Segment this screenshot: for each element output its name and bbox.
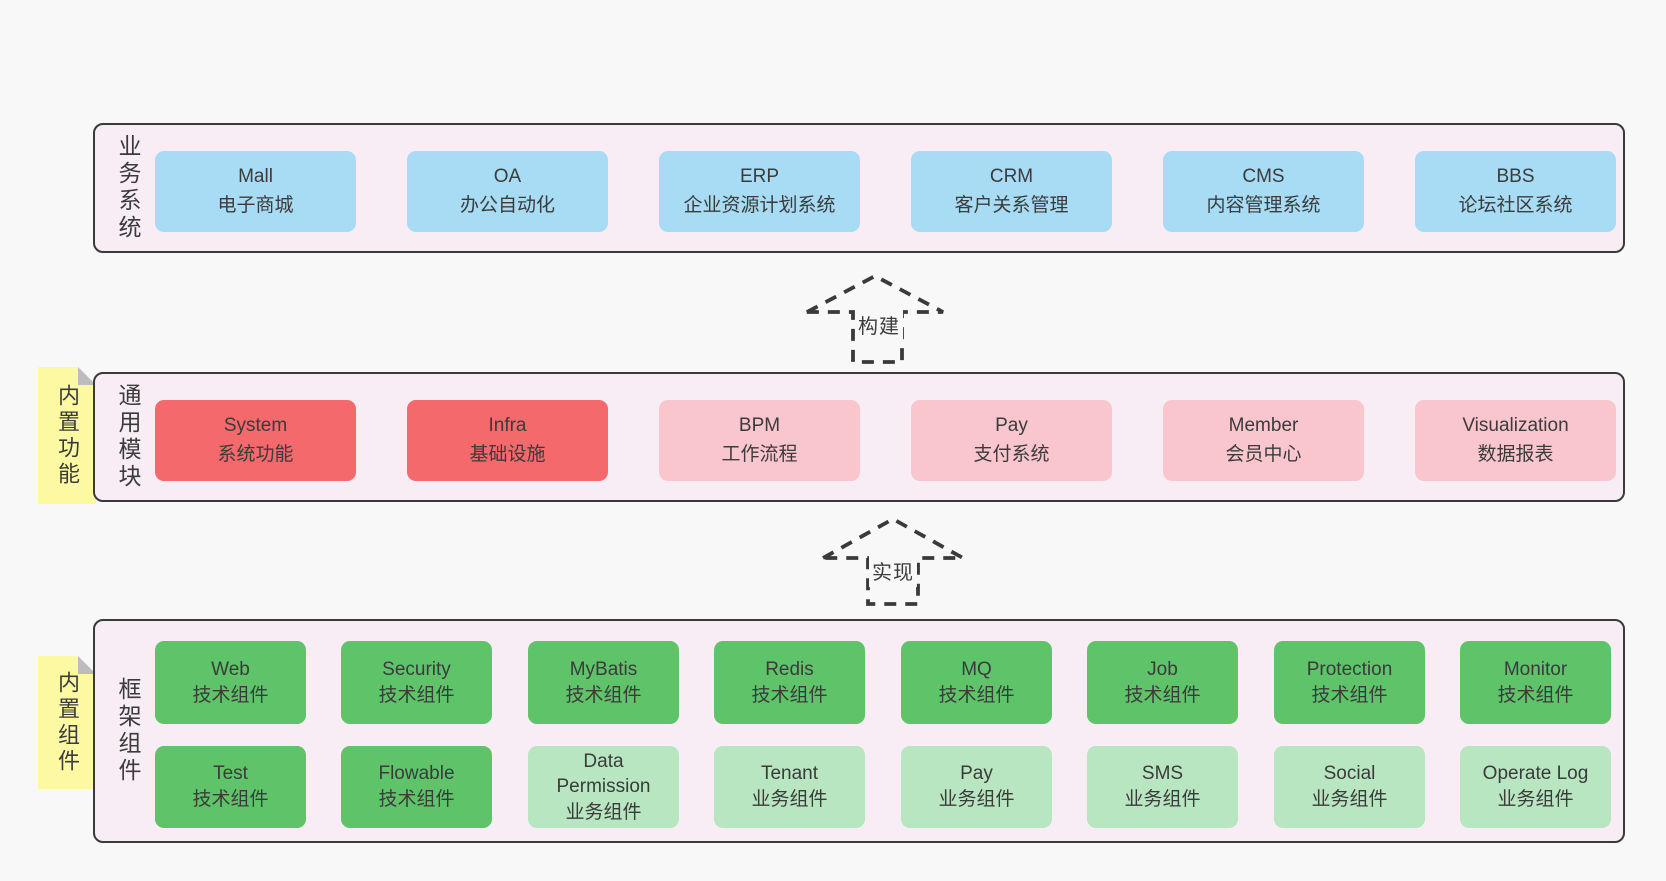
box-title: OA [493, 166, 522, 187]
box-visualization: Visualization 数据报表 [1415, 400, 1616, 481]
box-title: Redis [765, 658, 814, 680]
box-subtitle: 技术组件 [192, 789, 269, 810]
box-subtitle: 数据报表 [1477, 443, 1554, 465]
box-redis: Redis 技术组件 [714, 641, 865, 724]
box-mq: MQ 技术组件 [901, 641, 1052, 724]
box-title: Member [1228, 415, 1299, 436]
box-subtitle: 业务组件 [1124, 789, 1201, 810]
box-title: Mall [238, 166, 273, 187]
implement-arrow-label: 实现 [869, 554, 917, 587]
box-title: Social [1323, 763, 1376, 785]
box-subtitle: 基础设施 [469, 443, 546, 465]
box-title: Pay [960, 763, 993, 785]
box-security: Security 技术组件 [341, 641, 492, 724]
box-title: Monitor [1503, 658, 1568, 680]
box-system: System 系统功能 [155, 400, 356, 481]
implement-arrow-icon [815, 516, 971, 606]
box-subtitle: 技术组件 [192, 684, 269, 706]
box-protection: Protection 技术组件 [1274, 641, 1425, 724]
box-test: Test 技术组件 [155, 746, 306, 828]
box-operate-log: Operate Log 业务组件 [1460, 746, 1611, 828]
box-subtitle: 技术组件 [378, 789, 455, 810]
box-sms: SMS 业务组件 [1087, 746, 1238, 828]
box-subtitle: 电子商城 [217, 194, 294, 216]
box-title: Security [382, 658, 451, 680]
box-subtitle: 企业资源计划系统 [683, 194, 836, 216]
box-pay-biz: Pay 业务组件 [901, 746, 1052, 828]
sticky-note-built-in-components: 内置组件 [38, 656, 96, 789]
box-monitor: Monitor 技术组件 [1460, 641, 1611, 724]
box-pay: Pay 支付系统 [911, 400, 1112, 481]
sticky-note-label: 内置功能 [55, 383, 80, 488]
box-web: Web 技术组件 [155, 641, 306, 724]
box-title: Visualization [1462, 415, 1569, 436]
box-subtitle: 业务组件 [565, 801, 642, 823]
box-title: SMS [1141, 763, 1184, 785]
box-erp: ERP 企业资源计划系统 [659, 151, 860, 232]
box-subtitle: 技术组件 [1124, 684, 1201, 706]
box-title: BPM [738, 415, 781, 436]
box-subtitle: 业务组件 [1311, 789, 1388, 810]
box-subtitle: 技术组件 [1497, 684, 1574, 706]
box-subtitle: 业务组件 [938, 789, 1015, 810]
box-title: Web [211, 658, 250, 680]
box-subtitle: 会员中心 [1225, 443, 1302, 465]
panel-common-modules: 通用模块 System 系统功能 Infra 基础设施 BPM 工作流程 Pay… [93, 372, 1625, 502]
box-subtitle: 技术组件 [565, 684, 642, 706]
box-flowable: Flowable 技术组件 [341, 746, 492, 828]
panel-framework-components: 框架组件 Web 技术组件 Security 技术组件 MyBatis 技术组件… [93, 619, 1625, 843]
box-title: System [223, 415, 288, 436]
box-title: Pay [995, 415, 1028, 436]
box-subtitle: 技术组件 [378, 684, 455, 706]
panel-business-systems: 业务系统 Mall 电子商城 OA 办公自动化 ERP 企业资源计划系统 CRM… [93, 123, 1625, 253]
box-subtitle: 内容管理系统 [1206, 194, 1321, 216]
box-title: Infra [488, 415, 527, 436]
box-cms: CMS 内容管理系统 [1163, 151, 1364, 232]
box-mall: Mall 电子商城 [155, 151, 356, 232]
box-subtitle: 业务组件 [751, 789, 828, 810]
sticky-note-built-in-features: 内置功能 [38, 367, 96, 504]
box-title: Job [1147, 658, 1178, 680]
box-title: Data Permission [556, 750, 651, 798]
sticky-note-label: 内置组件 [55, 670, 80, 775]
box-subtitle: 客户关系管理 [954, 194, 1069, 216]
box-subtitle: 工作流程 [721, 443, 798, 465]
box-subtitle: 业务组件 [1497, 789, 1574, 810]
box-subtitle: 支付系统 [973, 443, 1050, 465]
panel-modules-label: 通用模块 [115, 383, 141, 491]
box-bbs: BBS 论坛社区系统 [1415, 151, 1616, 232]
box-title: MQ [961, 658, 992, 680]
box-title: BBS [1496, 166, 1535, 187]
box-tenant: Tenant 业务组件 [714, 746, 865, 828]
box-oa: OA 办公自动化 [407, 151, 608, 232]
box-title: Operate Log [1482, 763, 1589, 785]
box-subtitle: 系统功能 [217, 443, 294, 465]
box-title: Flowable [378, 763, 455, 785]
box-title: Tenant [760, 763, 819, 785]
box-subtitle: 技术组件 [1311, 684, 1388, 706]
box-bpm: BPM 工作流程 [659, 400, 860, 481]
panel-components-label: 框架组件 [115, 677, 141, 785]
box-crm: CRM 客户关系管理 [911, 151, 1112, 232]
box-title: Protection [1306, 658, 1393, 680]
panel-business-label: 业务系统 [115, 134, 141, 242]
box-title: ERP [739, 166, 780, 187]
box-subtitle: 办公自动化 [459, 194, 555, 216]
box-subtitle: 论坛社区系统 [1458, 194, 1573, 216]
box-infra: Infra 基础设施 [407, 400, 608, 481]
box-subtitle: 技术组件 [751, 684, 828, 706]
box-title: CRM [989, 166, 1034, 187]
box-job: Job 技术组件 [1087, 641, 1238, 724]
box-member: Member 会员中心 [1163, 400, 1364, 481]
box-data-permission: Data Permission 业务组件 [528, 746, 679, 828]
box-mybatis: MyBatis 技术组件 [528, 641, 679, 724]
build-arrow-label: 构建 [855, 308, 903, 341]
box-social: Social 业务组件 [1274, 746, 1425, 828]
box-title: CMS [1242, 166, 1285, 187]
box-subtitle: 技术组件 [938, 684, 1015, 706]
box-title: MyBatis [569, 658, 638, 680]
box-title: Test [213, 763, 248, 785]
